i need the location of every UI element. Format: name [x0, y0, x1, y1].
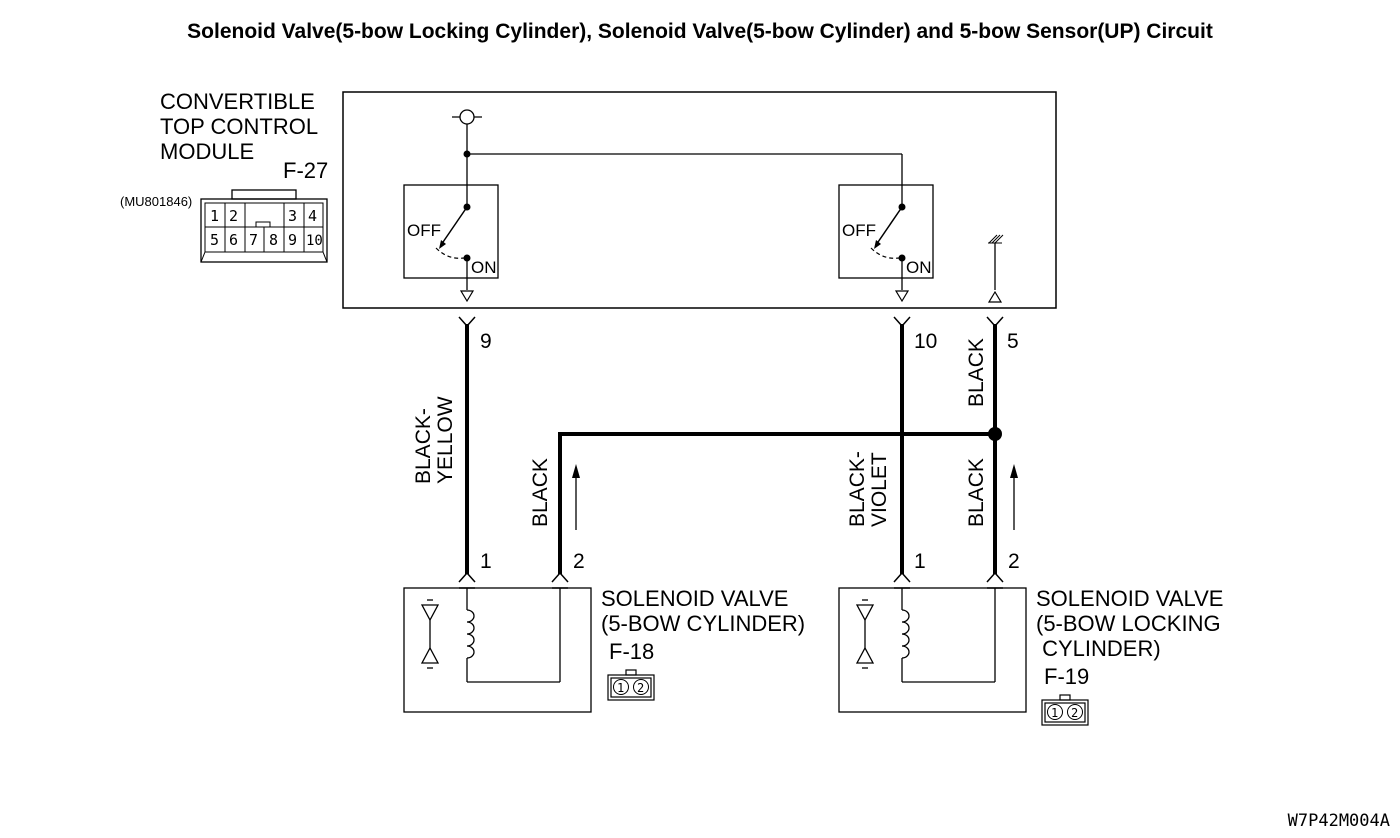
wire-9-color-line-2: YELLOW: [434, 396, 457, 484]
valve-cylinder-pin-2: 2: [573, 550, 585, 573]
valve-symbol-icon: [855, 599, 875, 669]
f19-pin-1: 1: [1051, 706, 1058, 720]
connector-f27-face: [200, 189, 328, 263]
wire-10-color: BLACK- VIOLET: [846, 451, 891, 527]
switch-left-on-label: ON: [471, 258, 497, 277]
valve-locking-connector: F-19: [1044, 664, 1089, 689]
valve-cylinder-name-line-1: SOLENOID VALVE: [601, 586, 788, 611]
valve-cylinder-pin-1: 1: [480, 550, 492, 573]
valve-symbol-icon: [420, 599, 440, 669]
module-name-line-2: TOP CONTROL: [160, 114, 318, 139]
f27-pin-2: 2: [229, 207, 238, 225]
f18-pin-1: 1: [617, 681, 624, 695]
module-connector-label: F-27: [283, 158, 328, 183]
module-part-number: (MU801846): [120, 194, 192, 209]
wire-left-return-color-text: BLACK: [529, 458, 552, 527]
f27-pin-8: 8: [269, 231, 278, 249]
f27-pin-10: 10: [306, 233, 323, 249]
f27-pin-1: 1: [210, 207, 219, 225]
switch-right-off-label: OFF: [842, 221, 876, 240]
wire-9-color-line-1: BLACK-: [412, 408, 435, 484]
module-box: [342, 91, 1057, 309]
f27-pin-9: 9: [288, 231, 297, 249]
splice-point: [988, 427, 1002, 441]
arrow-up-icon: [572, 464, 580, 530]
wire-5-lower-color: BLACK: [965, 458, 988, 527]
ground-icon: [987, 234, 1004, 303]
valve-locking-name-line-2: (5-BOW LOCKING: [1036, 611, 1221, 636]
arrow-up-icon: [1010, 464, 1018, 530]
valve-cylinder-box: [403, 587, 592, 713]
page-title: Solenoid Valve(5-bow Locking Cylinder), …: [187, 20, 1213, 43]
wire-5-upper-color: BLACK: [965, 338, 988, 407]
switch-left-off-label: OFF: [407, 221, 441, 240]
f27-pin-7: 7: [249, 231, 258, 249]
power-source-icon: [452, 109, 482, 125]
valve-locking-pin-1: 1: [914, 550, 926, 573]
module-name-line-1: CONVERTIBLE: [160, 89, 315, 114]
valve-locking-name-line-3: CYLINDER): [1036, 636, 1161, 661]
f27-pin-4: 4: [308, 207, 317, 225]
wire-5-lower-color-text: BLACK: [965, 458, 988, 527]
valve-locking-pin-2: 2: [1008, 550, 1020, 573]
terminal-9-label: 9: [480, 330, 492, 353]
valve-locking-name-line-1: SOLENOID VALVE: [1036, 586, 1223, 611]
f19-pin-2: 2: [1071, 706, 1078, 720]
valve-locking-box: [838, 587, 1027, 713]
switch-right-on-label: ON: [906, 258, 932, 277]
wire-left-return-color: BLACK: [529, 458, 552, 527]
f27-pin-5: 5: [210, 231, 219, 249]
wire-10-color-line-2: VIOLET: [868, 452, 891, 527]
f18-pin-2: 2: [637, 681, 644, 695]
valve-cylinder-name-line-2: (5-BOW CYLINDER): [601, 611, 805, 636]
connector-f18-face: [607, 669, 655, 701]
terminal-marks-module: [458, 316, 1004, 328]
f27-pin-3: 3: [288, 207, 297, 225]
wire-5-upper-color-text: BLACK: [965, 338, 988, 407]
terminal-10-label: 10: [914, 330, 937, 353]
figure-code: W7P42M004A: [1288, 811, 1390, 831]
connector-f19-face: [1041, 694, 1089, 726]
f27-pin-6: 6: [229, 231, 238, 249]
wire-10-color-line-1: BLACK-: [846, 451, 869, 527]
valve-cylinder-connector: F-18: [609, 639, 654, 664]
terminal-5-label: 5: [1007, 330, 1019, 353]
switch-right: [838, 184, 934, 303]
switch-left: [403, 184, 499, 303]
wire-9-color: BLACK- YELLOW: [412, 396, 457, 484]
module-name-line-3: MODULE: [160, 139, 254, 164]
